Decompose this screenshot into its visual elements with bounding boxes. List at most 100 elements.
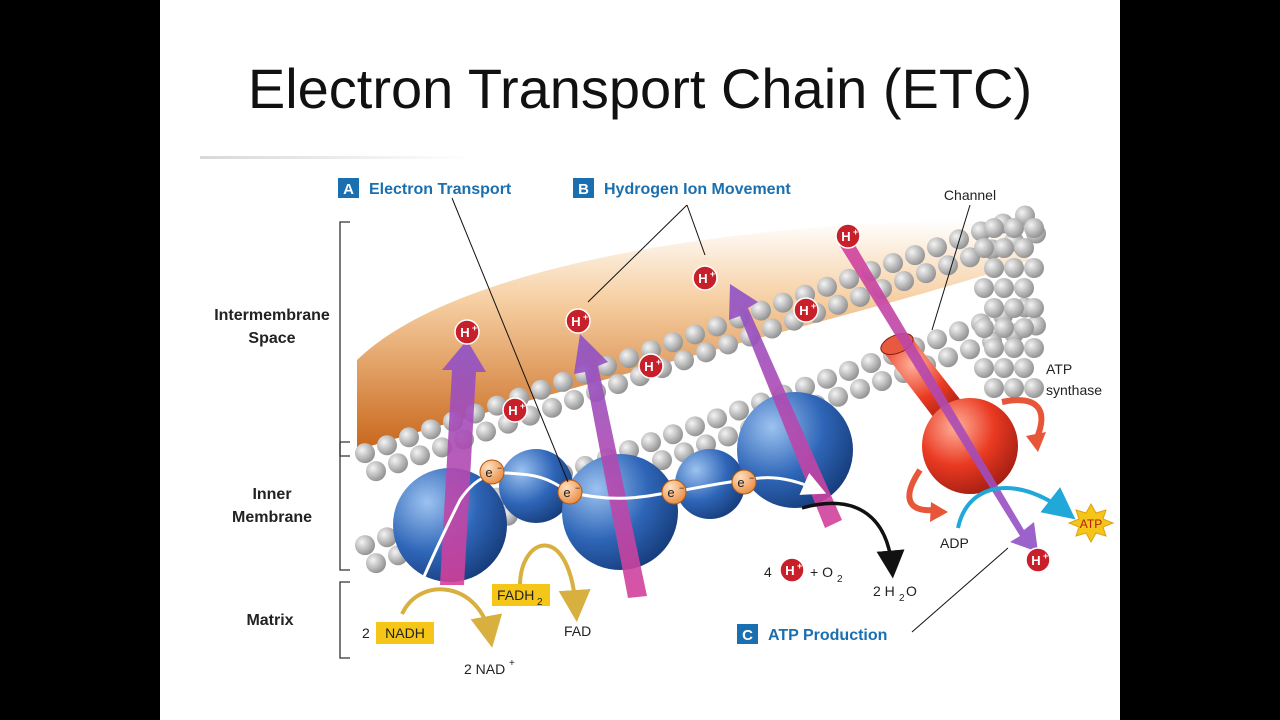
lipid-bead	[1014, 318, 1034, 338]
electron: e−	[732, 470, 756, 494]
lipid-bead	[608, 374, 628, 394]
lipid-bead	[355, 443, 375, 463]
lipid-bead	[641, 432, 661, 452]
lipid-bead	[388, 453, 408, 473]
lipid-bead	[707, 408, 727, 428]
proton-charge: +	[1043, 551, 1048, 561]
lipid-bead	[1014, 238, 1034, 258]
label-matrix: Matrix	[246, 612, 293, 629]
lipid-bead	[984, 298, 1004, 318]
proton-label: H	[508, 403, 517, 418]
electron: e−	[662, 480, 686, 504]
lipid-bead	[994, 318, 1014, 338]
electron: e−	[480, 460, 504, 484]
proton: H+	[1026, 548, 1050, 572]
proton-charge: +	[853, 227, 858, 237]
lipid-bead	[685, 324, 705, 344]
lipid-bead	[984, 378, 1004, 398]
proton-label: H	[841, 229, 850, 244]
nadh-count: 2	[362, 625, 370, 641]
proton-label: H	[698, 271, 707, 286]
fadh-label: FADH	[497, 587, 534, 603]
channel-label: Channel	[944, 187, 996, 203]
lipid-bead	[1004, 338, 1024, 358]
etc-diagram: Intermembrane Space Inner Membrane Matri…	[160, 0, 1120, 720]
nad-charge: +	[509, 658, 515, 669]
lipid-bead	[773, 293, 793, 313]
proton: H+	[836, 224, 860, 248]
lipid-bead	[729, 400, 749, 420]
section-a-label: Electron Transport	[369, 181, 512, 198]
electron-label: e	[737, 475, 744, 490]
lipid-bead	[839, 269, 859, 289]
lipid-bead	[872, 371, 892, 391]
lipid-bead	[355, 535, 375, 555]
lipid-bead	[564, 390, 584, 410]
lipid-bead	[974, 278, 994, 298]
nadh-label: NADH	[385, 625, 425, 641]
proton: H+	[780, 558, 804, 582]
lipid-bead	[916, 263, 936, 283]
lipid-bead	[619, 348, 639, 368]
proton: H+	[693, 266, 717, 290]
atp-synthase-label-2: synthase	[1046, 382, 1102, 398]
lipid-bead	[685, 416, 705, 436]
lipid-bead	[366, 461, 386, 481]
proton-label: H	[1031, 553, 1040, 568]
proton-charge: +	[583, 312, 588, 322]
lipid-bead	[839, 361, 859, 381]
proton-charge: +	[811, 301, 816, 311]
lipid-bead	[1024, 218, 1044, 238]
section-a-letter: A	[343, 181, 354, 198]
lipid-bead	[960, 339, 980, 359]
lipid-bead	[861, 353, 881, 373]
proton: H+	[455, 320, 479, 344]
lipid-bead	[938, 347, 958, 367]
fad-label: FAD	[564, 623, 591, 639]
lipid-bead	[938, 255, 958, 275]
lipid-bead	[994, 278, 1014, 298]
electron-label: e	[667, 485, 674, 500]
proton-label: H	[799, 303, 808, 318]
lipid-bead	[974, 238, 994, 258]
water-sub: 2	[899, 593, 905, 604]
electron-label: e	[563, 485, 570, 500]
lipid-bead	[850, 287, 870, 307]
adp-label: ADP	[940, 535, 969, 551]
proton-label: H	[785, 563, 794, 578]
lipid-bead	[817, 277, 837, 297]
label-inner: Inner	[252, 486, 291, 503]
lipid-bead	[949, 321, 969, 341]
lipid-bead	[1024, 298, 1044, 318]
water-arrow	[802, 503, 892, 568]
nad-label: 2 NAD	[464, 661, 505, 677]
lipid-bead	[1014, 278, 1034, 298]
lipid-bead	[894, 271, 914, 291]
lipid-bead	[1004, 378, 1024, 398]
water-count: 2 H	[873, 583, 895, 599]
lipid-bead	[663, 332, 683, 352]
lipid-bead	[994, 238, 1014, 258]
proton-charge: +	[710, 269, 715, 279]
lipid-bead	[974, 358, 994, 378]
proton-charge: +	[656, 357, 661, 367]
electron: e−	[558, 480, 582, 504]
proton-charge: +	[472, 323, 477, 333]
oxygen-sub: 2	[837, 574, 843, 585]
lipid-bead	[817, 369, 837, 389]
section-c-letter: C	[742, 627, 753, 644]
lipid-bead	[828, 295, 848, 315]
lipid-bead	[949, 229, 969, 249]
lipid-bead	[553, 372, 573, 392]
lipid-bead	[1024, 258, 1044, 278]
slide: Electron Transport Chain (ETC)	[160, 0, 1120, 720]
proton-charge: +	[520, 401, 525, 411]
lipid-bead	[1014, 358, 1034, 378]
section-c-label: ATP Production	[768, 627, 887, 644]
lipid-bead	[531, 380, 551, 400]
lipid-bead	[984, 338, 1004, 358]
electron-charge: −	[679, 483, 684, 493]
electron-label: e	[485, 465, 492, 480]
section-b-letter: B	[578, 181, 589, 198]
electron-charge: −	[575, 483, 580, 493]
